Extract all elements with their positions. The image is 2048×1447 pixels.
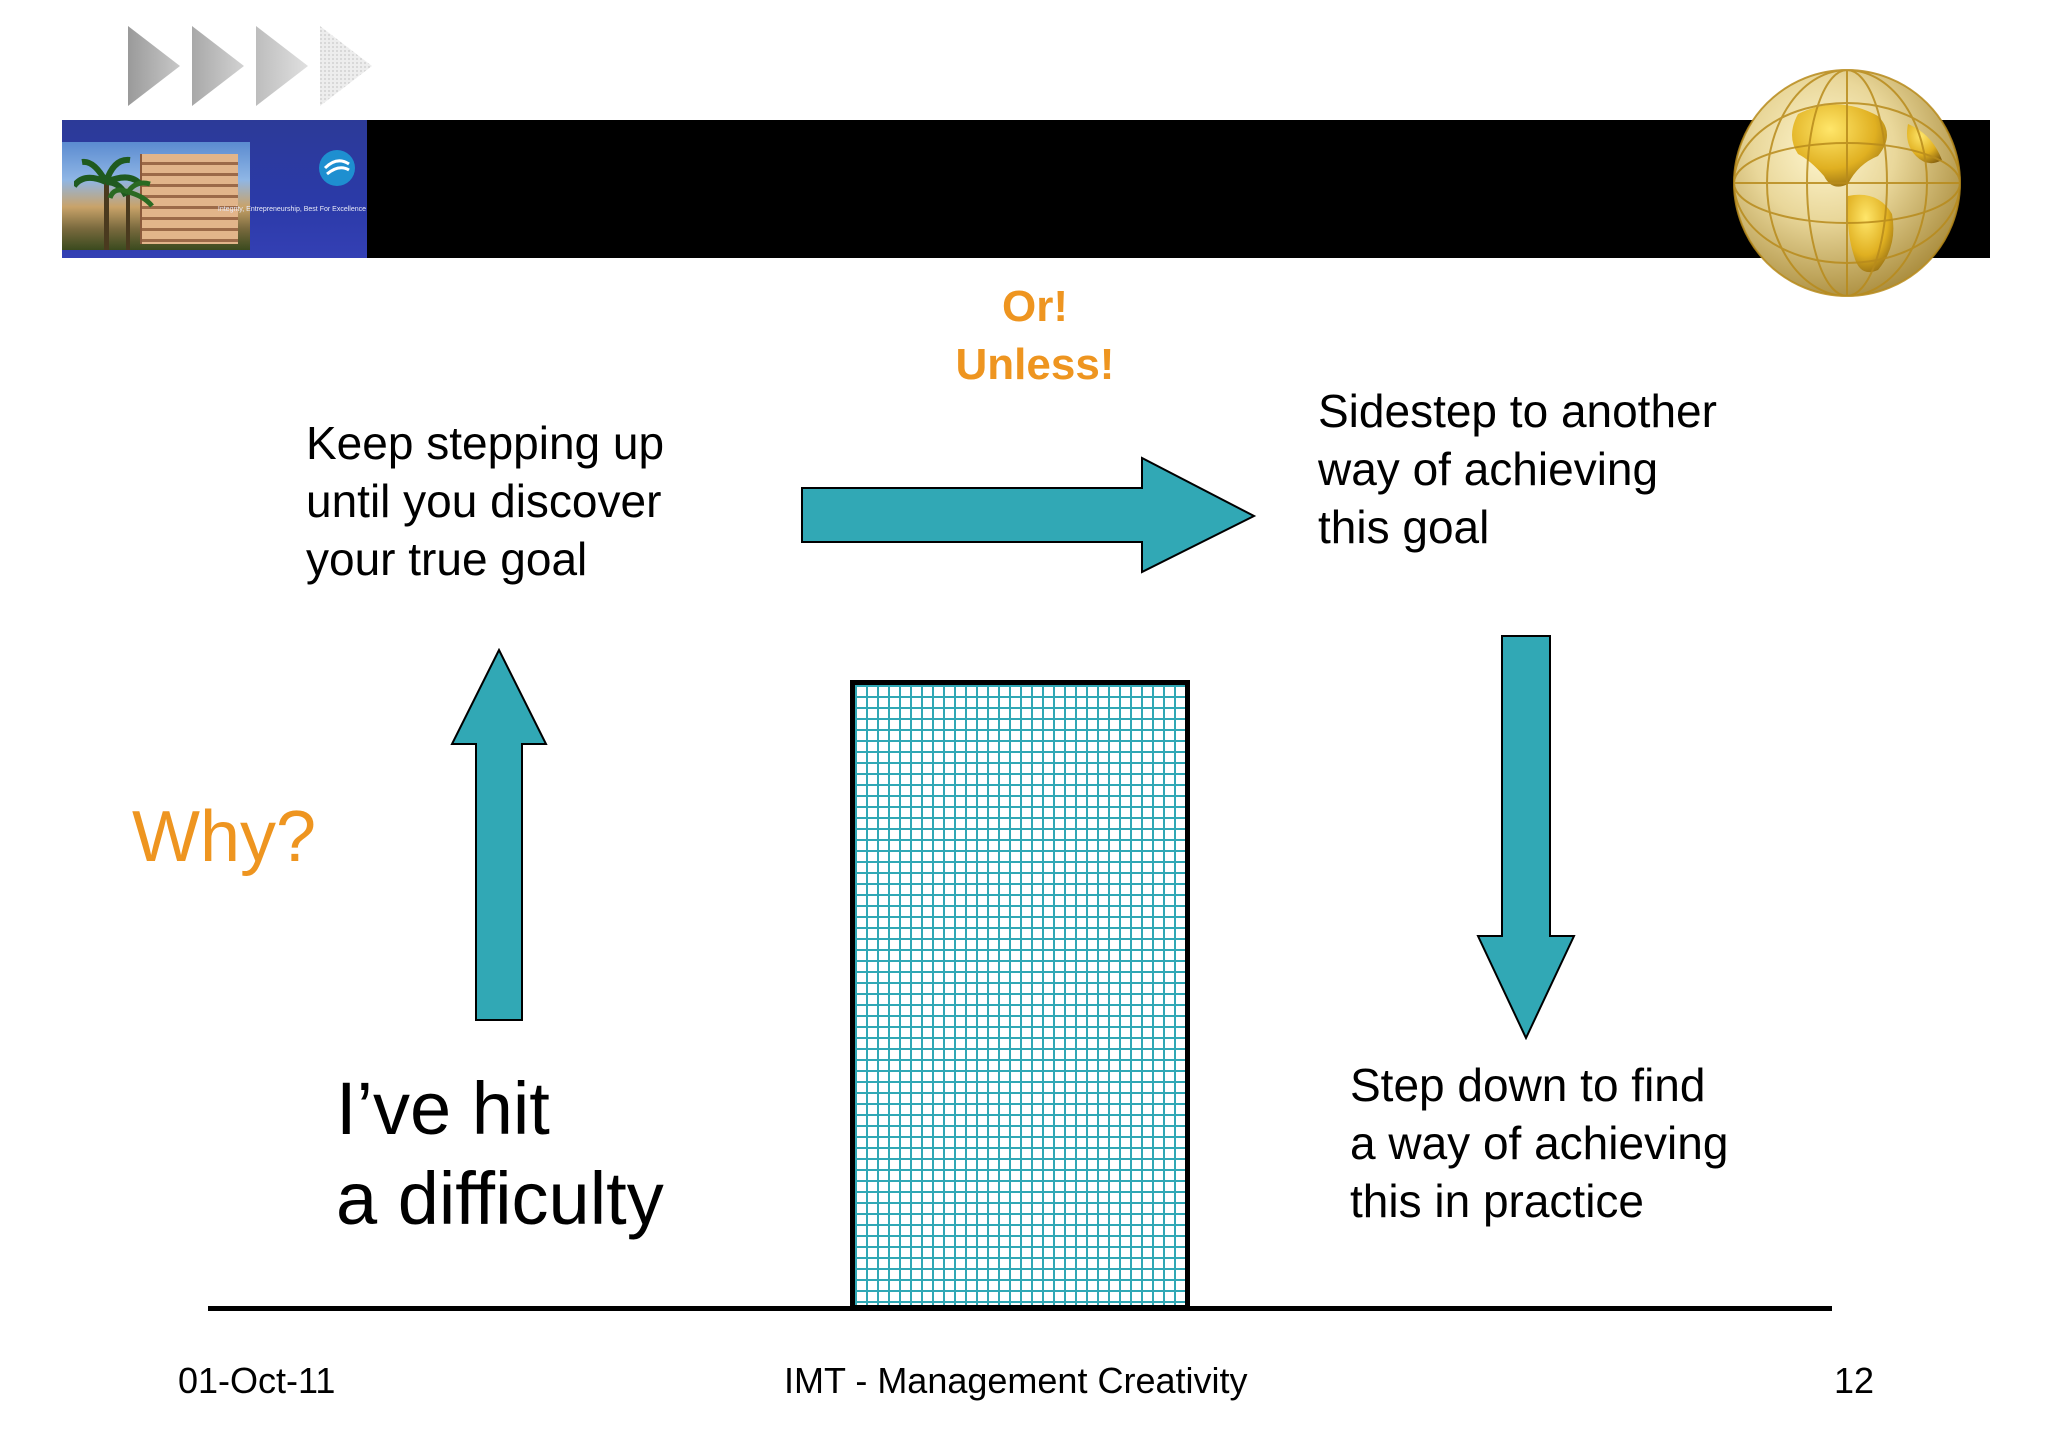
step-up-text: Keep stepping up until you discover your…: [306, 414, 664, 588]
chevron-icon-2: [192, 26, 244, 106]
or-unless-label: Or! Unless!: [900, 278, 1170, 394]
why-label: Why?: [132, 794, 316, 880]
up-arrow: [448, 648, 550, 1022]
right-arrow: [800, 456, 1260, 576]
difficulty-wall: [850, 680, 1190, 1310]
institute-logo: Integrity, Entrepreneurship, Best For Ex…: [62, 120, 367, 258]
logo-mark-icon: [317, 148, 357, 188]
logo-tagline: Integrity, Entrepreneurship, Best For Ex…: [194, 206, 366, 213]
palm-tree-icon: [74, 152, 154, 250]
sidestep-text: Sidestep to another way of achieving thi…: [1318, 382, 1717, 556]
footer-title: IMT - Management Creativity: [784, 1358, 1247, 1404]
footer-date: 01-Oct-11: [178, 1358, 335, 1404]
footer-page-number: 12: [1834, 1358, 1874, 1404]
chevron-icon-3: [256, 26, 308, 106]
chevron-icon-4: [320, 26, 372, 106]
down-arrow: [1474, 634, 1578, 1040]
ground-line: [208, 1306, 1832, 1311]
difficulty-text: I’ve hit a difficulty: [336, 1064, 664, 1244]
building-graphic: [140, 154, 238, 244]
step-down-text: Step down to find a way of achieving thi…: [1350, 1056, 1728, 1230]
chevron-icon-1: [128, 26, 180, 106]
globe-icon: [1728, 64, 1966, 302]
